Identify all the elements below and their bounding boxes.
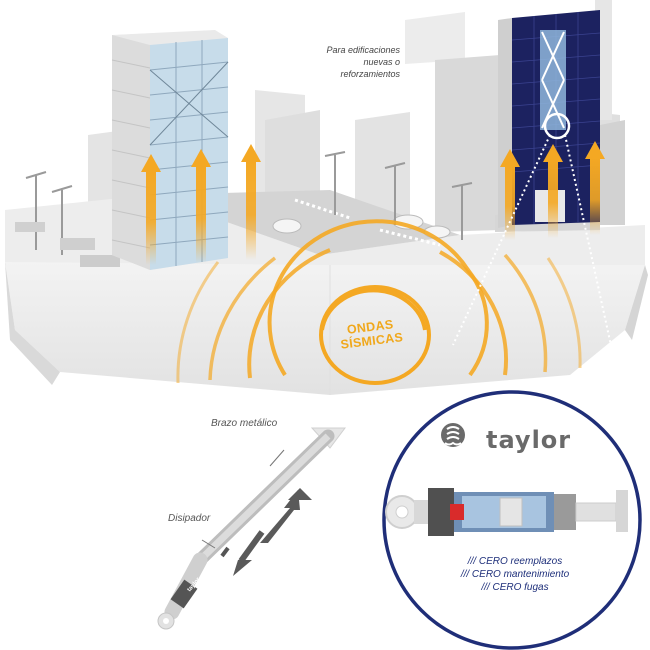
callout-lines — [452, 134, 613, 351]
seismic-waves — [176, 219, 582, 385]
glass-building — [111, 30, 229, 270]
metal-arm-label: Brazo metálico — [211, 418, 278, 429]
arrow-up-icon — [141, 154, 161, 265]
street-lamps — [25, 151, 473, 255]
arrow-up-icon — [585, 141, 605, 235]
navy-building — [495, 10, 601, 232]
low-building — [600, 120, 625, 225]
plaza-planters — [15, 222, 120, 267]
damper-device — [385, 488, 628, 536]
metal-brace-diagram — [157, 427, 346, 630]
taylor-logo-icon — [444, 426, 462, 446]
arrow-up-icon — [241, 144, 261, 260]
damper-inset — [382, 390, 642, 650]
bidirectional-arrow-icon — [233, 488, 312, 576]
feature-zero-replacements: /// CERO reemplazos — [467, 556, 563, 567]
feature-zero-maintenance: /// CERO mantenimiento — [460, 569, 570, 580]
arrow-up-icon — [543, 144, 563, 238]
brand-name: taylor — [486, 426, 572, 454]
arrow-up-icon — [500, 149, 520, 240]
force-arrows — [141, 141, 605, 265]
feature-zero-leaks: /// CERO fugas — [481, 582, 549, 593]
arrow-up-icon — [191, 149, 211, 263]
dissipator-label: Disipador — [168, 513, 211, 524]
application-note: Para edificaciones nuevas o reforzamient… — [326, 45, 400, 79]
